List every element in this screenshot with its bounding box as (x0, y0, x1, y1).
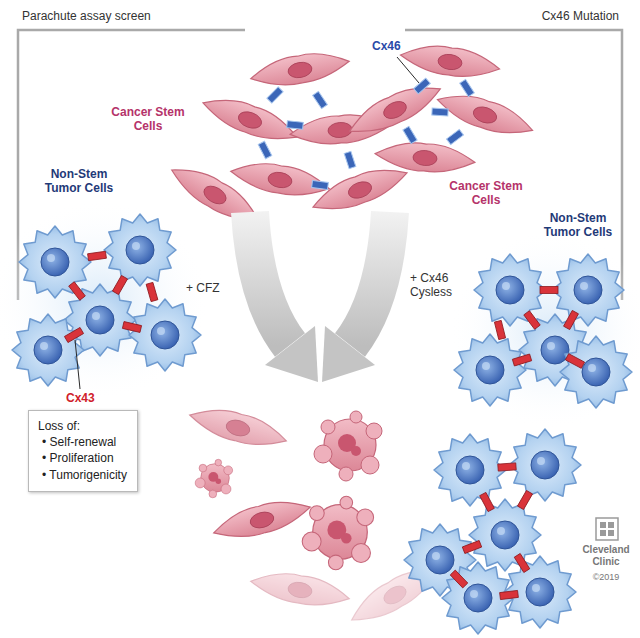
protein-label: Cx46 (372, 40, 401, 54)
panel-title: Parachute assay screen (22, 10, 151, 24)
cell-label-holder: Non-Stem Tumor Cells (34, 168, 124, 196)
protein-label-holder: Cx46 (372, 40, 401, 54)
cell-label-holder: Cancer Stem Cells (110, 106, 186, 134)
treatment-label: + CFZ (186, 282, 220, 296)
panel-title-holder: Cx46 Mutation (520, 10, 619, 24)
treatment-label-holder: + CFZ (186, 282, 220, 296)
cell-label: Cancer Stem Cells (110, 106, 186, 134)
cell-label: Non-Stem Tumor Cells (532, 212, 624, 240)
protein-label: Cx43 (66, 392, 95, 406)
cell-label-holder: Non-Stem Tumor Cells (532, 212, 624, 240)
cell-label: Cancer Stem Cells (448, 180, 524, 208)
cell-label-holder: Cancer Stem Cells (448, 180, 524, 208)
box-item: • Tumorigenicity (38, 467, 127, 483)
logo-text-holder: Cleveland Clinic (578, 544, 634, 567)
copyright-holder: ©2019 (578, 572, 634, 582)
box-item: • Self-renewal (38, 434, 127, 450)
info-box: Loss of:• Self-renewal• Proliferation• T… (28, 410, 138, 492)
copyright: ©2019 (578, 572, 634, 582)
protein-label-holder: Cx43 (66, 392, 95, 406)
box-heading: Loss of: (38, 418, 127, 434)
logo-text: Cleveland Clinic (578, 544, 634, 567)
panel-title-holder: Parachute assay screen (22, 10, 151, 24)
panel-title: Cx46 Mutation (520, 10, 619, 24)
treatment-label-holder: + Cx46 Cysless (410, 272, 466, 300)
treatment-label: + Cx46 Cysless (410, 272, 466, 300)
cell-label: Non-Stem Tumor Cells (34, 168, 124, 196)
box-item: • Proliferation (38, 450, 127, 466)
